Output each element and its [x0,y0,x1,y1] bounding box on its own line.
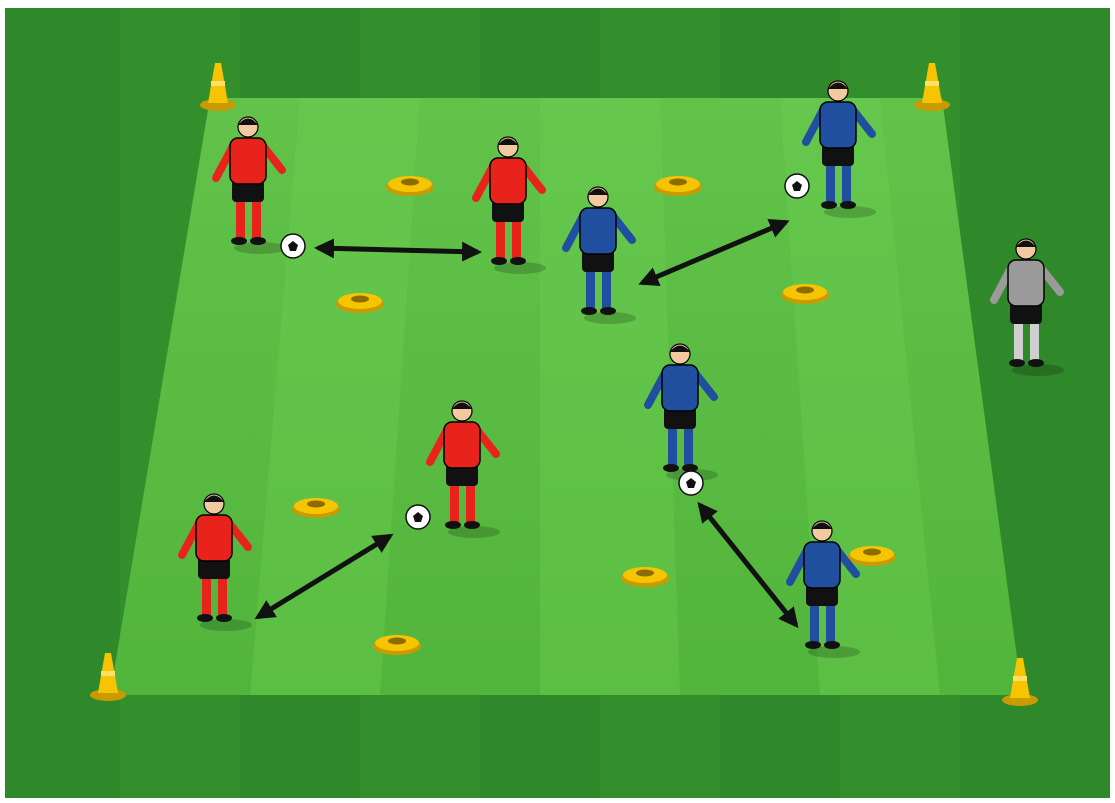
marker-disc [292,498,340,518]
pass-arrow [697,501,799,629]
marker-disc [373,635,421,655]
blue-player [802,80,876,218]
red-player [472,136,546,274]
marker-disc [386,176,434,196]
blue-player [786,520,860,658]
marker-disc [848,546,896,566]
pass-arrow [638,219,790,286]
red-player [426,400,500,538]
pass-arrow [314,238,482,262]
red-player [178,493,252,631]
football [280,233,306,259]
football [405,504,431,530]
marker-disc [781,284,829,304]
cone-bottom-right [1002,658,1038,706]
blue-player [562,186,636,324]
marker-disc [336,293,384,313]
cone-top-left [200,63,236,111]
football [678,470,704,496]
cone-bottom-left [90,653,126,701]
marker-disc [654,176,702,196]
marker-disc [621,567,669,587]
coach [990,238,1064,376]
cone-top-right [914,63,950,111]
pass-arrow [254,533,394,620]
football [784,173,810,199]
blue-player [644,343,718,481]
red-player [212,116,286,254]
